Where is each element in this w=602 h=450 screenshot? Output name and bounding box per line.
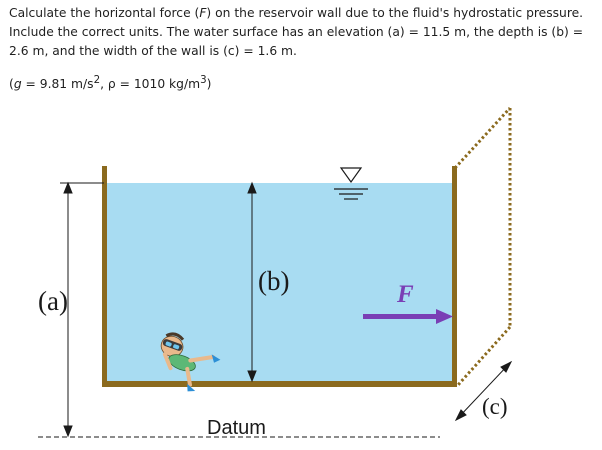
swimmer-hair — [165, 332, 185, 341]
swimmer-flipper-1 — [211, 354, 221, 363]
surface-triangle — [339, 167, 363, 184]
question-paragraph: Calculate the horizontal force (F) on th… — [9, 4, 593, 61]
swimmer-leg — [185, 366, 192, 387]
swimmer-flipper-2 — [187, 383, 196, 392]
question-part1: Calculate the horizontal force ( — [9, 6, 200, 20]
dotted-bottom-diagonal — [456, 325, 512, 387]
force-arrow-shaft — [363, 314, 437, 319]
dotted-top-diagonal — [453, 106, 512, 170]
force-symbol: F — [199, 6, 207, 20]
dim-b-arrow-bottom — [247, 370, 257, 383]
dim-c-line — [457, 363, 510, 419]
rho-exponent: 3 — [200, 74, 207, 86]
paren-close: ) — [206, 77, 212, 92]
label-a: (a) — [38, 286, 68, 316]
dimension-c — [454, 360, 513, 422]
label-b: (b) — [258, 266, 289, 296]
dim-a-arrow-bottom — [63, 425, 73, 438]
swimmer-lens-left — [165, 341, 172, 347]
left-wall — [102, 166, 107, 387]
g-value: = 9.81 m/s — [21, 77, 94, 92]
swimmer-lens-right — [173, 344, 180, 350]
rho-value: , ρ = 1010 kg/m — [100, 77, 201, 92]
swimmer-arm — [188, 354, 215, 363]
g-symbol: g — [13, 77, 22, 92]
force-arrow — [363, 309, 453, 324]
water-surface-icon — [334, 167, 368, 200]
dim-c-arrow-high — [500, 360, 513, 373]
floor — [102, 381, 457, 387]
reservoir-walls — [102, 166, 457, 387]
dim-a-arrow-top — [63, 181, 73, 194]
dimension-a — [60, 181, 104, 438]
paren-open: ( — [9, 77, 14, 92]
wall-width-outline — [453, 106, 512, 387]
swimmer-body — [168, 354, 196, 372]
g-exponent: 2 — [93, 74, 101, 86]
question-part2: ) on the reservoir wall due to the fluid… — [9, 6, 584, 58]
force-arrow-head — [436, 309, 453, 324]
label-force: F — [396, 281, 414, 308]
dimension-b — [247, 181, 257, 383]
swimmer-icon — [160, 332, 221, 392]
swimmer-front-arm — [162, 352, 173, 371]
right-wall — [452, 166, 457, 387]
dim-c-arrow-low — [454, 409, 467, 422]
label-datum: Datum — [207, 417, 266, 439]
dim-b-arrow-top — [247, 181, 257, 194]
given-constants: (g = 9.81 m/s2, ρ = 1010 kg/m3) — [9, 71, 593, 94]
question-text: Calculate the horizontal force (F) on th… — [9, 4, 593, 94]
label-c: (c) — [482, 394, 508, 419]
